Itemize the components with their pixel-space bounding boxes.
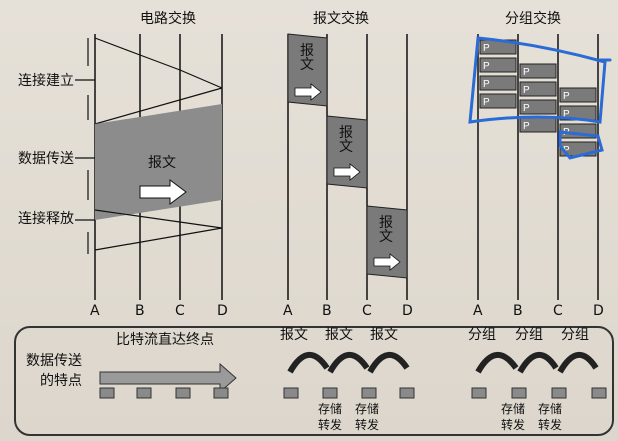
packet-tag: P — [483, 97, 490, 108]
bottom-panel — [14, 326, 614, 436]
packet-timelines — [477, 34, 599, 300]
packet-hop-2: 分组 — [515, 327, 543, 343]
bottom-title-line1: 数据传送 — [26, 353, 82, 369]
packet-tag: P — [523, 85, 530, 96]
packet-tag: P — [563, 91, 570, 102]
node-label-circuit-a: A — [90, 303, 100, 319]
phase-transfer: 数据传送 — [18, 151, 74, 167]
packet-tag: P — [523, 67, 530, 78]
packet-tag: P — [523, 103, 530, 114]
packet-tag: P — [483, 61, 490, 72]
message-block-label-1: 报文 — [300, 43, 314, 73]
node-label-message-d: D — [402, 303, 413, 319]
pkt-forward-1: 转发 — [501, 418, 526, 432]
msg-store-1: 存储 — [318, 402, 343, 416]
message-hop-2: 报文 — [325, 327, 353, 343]
release-signals — [94, 209, 223, 251]
node-label-packet-d: D — [593, 303, 604, 319]
message-block-label-2: 报文 — [339, 125, 353, 155]
packet-hop-3: 分组 — [561, 327, 589, 343]
packet-block — [479, 57, 517, 73]
packet-tag: P — [523, 121, 530, 132]
heading-message: 报文交换 — [313, 11, 369, 27]
heading-packet: 分组交换 — [505, 11, 561, 27]
msg-forward-2: 转发 — [355, 418, 380, 432]
node-label-packet-b: B — [513, 303, 523, 319]
circuit-data-band — [95, 104, 222, 220]
bitstream-arrow — [99, 362, 237, 394]
pkt-store-2: 存储 — [538, 402, 563, 416]
packet-tag: P — [563, 145, 570, 156]
bottom-graphics — [99, 352, 607, 399]
msg-forward-1: 转发 — [318, 418, 343, 432]
circuit-desc: 比特流直达终点 — [116, 332, 214, 348]
packet-block — [519, 63, 557, 79]
packet-hop-1: 分组 — [468, 327, 496, 343]
node-label-circuit-d: D — [217, 303, 228, 319]
node-label-packet-a: A — [473, 303, 483, 319]
packet-block — [479, 75, 517, 91]
message-hop-3: 报文 — [370, 327, 398, 343]
msg-store-2: 存储 — [355, 402, 380, 416]
pkt-store-1: 存储 — [501, 402, 526, 416]
node-label-message-a: A — [283, 303, 293, 319]
pkt-forward-2: 转发 — [538, 418, 563, 432]
node-label-packet-c: C — [553, 303, 563, 319]
message-block-label-3: 报文 — [379, 215, 393, 245]
packet-block — [479, 93, 517, 109]
blue-annotation — [468, 36, 612, 160]
packet-tag: P — [483, 79, 490, 90]
packet-block — [519, 81, 557, 97]
message-hop-1: 报文 — [280, 327, 308, 343]
packet-tag: P — [483, 43, 490, 54]
heading-circuit: 电路交换 — [140, 11, 196, 27]
phase-setup: 连接建立 — [18, 73, 74, 89]
circuit-hollow-arrow — [139, 179, 187, 205]
node-label-message-b: B — [322, 303, 332, 319]
circuit-message-label: 报文 — [148, 155, 176, 171]
phase-release: 连接释放 — [18, 211, 74, 227]
node-label-circuit-b: B — [135, 303, 145, 319]
bottom-title-line2: 的特点 — [40, 373, 82, 389]
node-label-circuit-c: C — [175, 303, 185, 319]
packet-block — [559, 87, 597, 103]
node-label-message-c: C — [362, 303, 372, 319]
setup-signals — [94, 37, 223, 125]
packet-tag: P — [563, 109, 570, 120]
packet-block — [519, 99, 557, 115]
